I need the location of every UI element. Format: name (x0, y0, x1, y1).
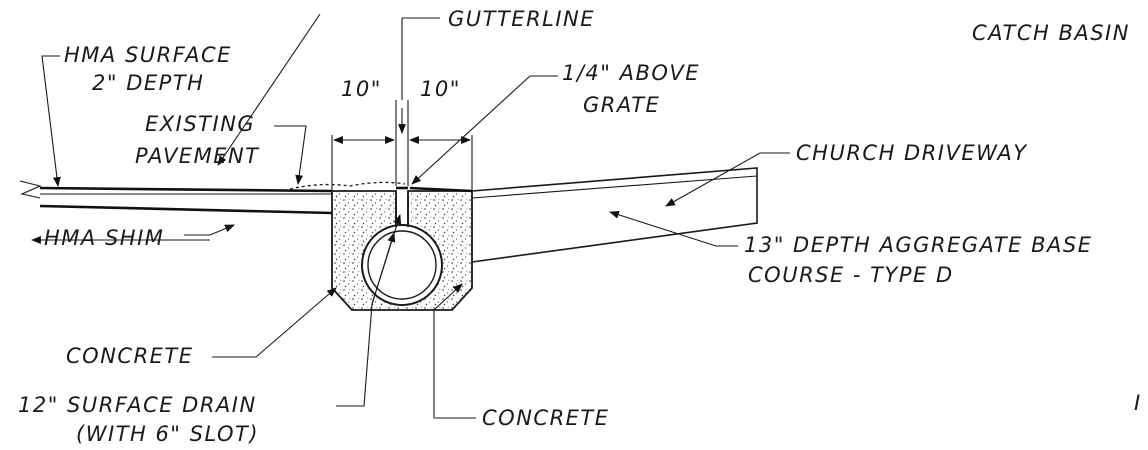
labels: GUTTERLINE CATCH BASIN HMA SURFACE 2" DE… (18, 7, 1142, 446)
dimensions (331, 17, 473, 190)
label-drain-2: (WITH 6" SLOT) (76, 422, 259, 445)
concrete-basin (331, 186, 473, 311)
label-hma-surface-1: HMA SURFACE (64, 43, 232, 67)
leader-diagonal-top (217, 13, 321, 166)
label-above-grate-2: GRATE (583, 93, 660, 117)
leader-existing-pavement (274, 125, 307, 185)
leader-church-driveway (665, 152, 790, 207)
label-dim-left: 10" (341, 77, 382, 101)
leader-drain-a (336, 303, 373, 407)
label-hma-surface-2: 2" DEPTH (92, 71, 204, 95)
label-aggregate-1: 13" DEPTH AGGREGATE BASE (744, 233, 1092, 257)
gutterline-leader (401, 17, 440, 100)
leader-aggregate-base (609, 210, 738, 247)
leader-drain-c (371, 214, 402, 305)
surface-drain-pipe-inner (367, 230, 437, 300)
driveway-edge-line (409, 186, 473, 193)
label-drain-1: 12" SURFACE DRAIN (18, 393, 257, 417)
hma-shim-bottom-line (39, 204, 333, 215)
label-concrete-left: CONCRETE (66, 344, 194, 368)
leader-hma-shim (184, 224, 235, 236)
pavement-surface-line (39, 186, 333, 193)
leader-concrete-right (433, 283, 476, 419)
existing-pavement-section (19, 180, 406, 215)
label-above-grate-1: 1/4" ABOVE (562, 61, 700, 85)
leaders (31, 13, 790, 419)
label-gutterline: GUTTERLINE (448, 7, 595, 31)
church-driveway-section (409, 167, 758, 263)
label-existing-1: EXISTING (145, 112, 255, 136)
label-hma-shim: HMA SHIM (44, 226, 164, 250)
label-dim-right: 10" (420, 77, 461, 101)
label-existing-2: PAVEMENT (135, 144, 260, 168)
leader-hma-surface (41, 55, 61, 187)
label-concrete-right: CONCRETE (482, 406, 610, 430)
leader-concrete-left (212, 287, 337, 358)
leader-above-grate (411, 75, 558, 185)
driveway-surface-line (471, 175, 758, 199)
label-church-driveway: CHURCH DRIVEWAY (796, 141, 1028, 165)
existing-pavement-dashed-line (289, 181, 406, 190)
label-aggregate-2: COURSE - TYPE D (748, 263, 954, 287)
label-cutoff-letter: I (1134, 391, 1142, 415)
aggregate-base-outline (471, 167, 758, 263)
label-catch-basin: CATCH BASIN (972, 21, 1130, 45)
break-line (19, 180, 42, 199)
